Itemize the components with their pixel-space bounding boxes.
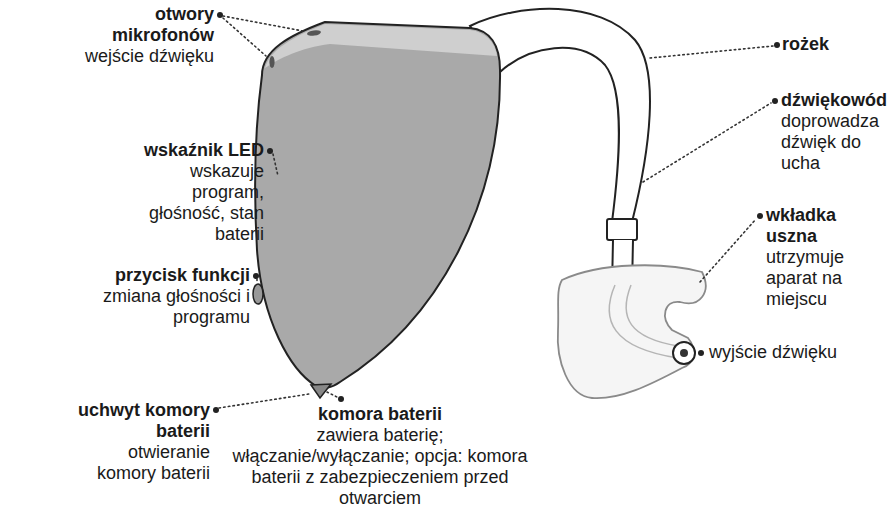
part-name: rożek [782, 34, 890, 55]
mould-canal [609, 285, 678, 358]
part-name: komora baterii [230, 404, 530, 425]
part-description: wyjście dźwięku [709, 342, 892, 363]
callout: komora bateriizawiera baterię; włączanie… [230, 404, 530, 509]
part-description: doprowadza dźwięk do ucha [781, 111, 892, 174]
body-top-face [265, 24, 497, 68]
callout: otwory mikrofonówwejście dźwięku [64, 4, 214, 67]
sound-outlet [673, 342, 695, 364]
callout: uchwyt komory bateriiotwieranie komory b… [70, 400, 210, 484]
part-description: zawiera baterię; włączanie/wyłączanie; o… [230, 425, 530, 509]
callout: dźwiękowóddoprowadza dźwięk do ucha [781, 90, 892, 174]
ear-mould [558, 265, 706, 398]
part-name: dźwiękowód [781, 90, 892, 111]
part-description: otwieranie komory baterii [70, 442, 210, 484]
tube-connector [607, 219, 637, 240]
callout: wskaźnik LEDwskazuje program, głośność, … [132, 140, 264, 245]
part-name: wkładka uszna [766, 205, 892, 247]
function-button [253, 284, 263, 304]
part-description: utrzymuje aparat na miejscu [766, 247, 892, 310]
callout: wkładka usznautrzymuje aparat na miejscu [766, 205, 892, 310]
leader-lines [213, 12, 780, 413]
microphone-hole [307, 29, 322, 36]
part-name: uchwyt komory baterii [70, 400, 210, 442]
part-name: otwory mikrofonów [64, 4, 214, 46]
callout: rożek [782, 34, 890, 55]
part-name: przycisk funkcji [80, 265, 250, 286]
part-description: wejście dźwięku [64, 46, 214, 67]
part-description: zmiana głośności i programu [80, 286, 250, 328]
part-description: wskazuje program, głośność, stan baterii [132, 161, 264, 245]
part-name: wskaźnik LED [132, 140, 264, 161]
callout: wyjście dźwięku [709, 342, 892, 363]
callout: przycisk funkcjizmiana głośności i progr… [80, 265, 250, 328]
sound-outlet-hole [680, 349, 688, 357]
hearing-aid-body [255, 22, 500, 388]
mould-canal [626, 285, 678, 346]
microphone-hole [269, 56, 274, 68]
battery-door-grip [311, 384, 331, 398]
